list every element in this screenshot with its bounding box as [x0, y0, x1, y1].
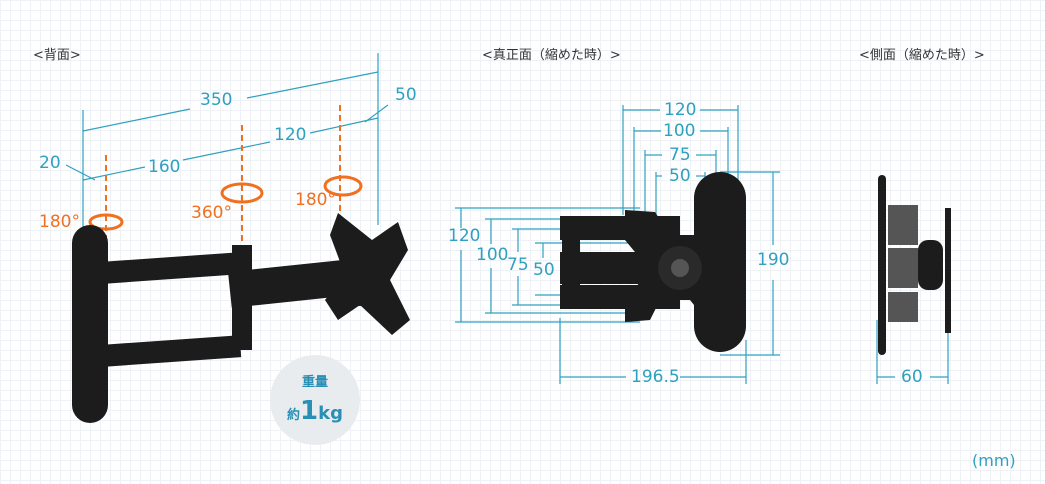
dim-depth-60: 60	[901, 367, 923, 387]
dim-top-100: 100	[663, 121, 696, 141]
weight-value: 1	[300, 396, 319, 426]
dim-120: 120	[274, 125, 307, 145]
rotation-360-label: 360°	[191, 203, 232, 223]
dim-top-120: 120	[664, 100, 697, 120]
weight-unit: kg	[318, 403, 343, 424]
rotation-180-label: 180°	[39, 212, 80, 232]
front-mount-illustration	[560, 172, 746, 352]
dim-350: 350	[200, 90, 233, 110]
back-dimension-lines	[65, 53, 389, 240]
dim-left-50: 50	[533, 260, 555, 280]
front-view-heading: <真正面（縮めた時）>	[482, 48, 621, 63]
side-mount-illustration	[878, 175, 951, 355]
dim-top-50: 50	[669, 166, 691, 186]
back-view-heading: <背面>	[33, 48, 81, 63]
dim-160: 160	[148, 157, 181, 177]
back-mount-illustration	[72, 213, 410, 423]
unit-label: (mm)	[972, 451, 1016, 470]
side-view-heading: <側面（縮めた時）>	[859, 48, 985, 63]
rotation-arrows	[88, 175, 363, 231]
dim-left-100: 100	[476, 245, 509, 265]
dim-50: 50	[395, 85, 417, 105]
weight-prefix: 約	[287, 408, 301, 423]
weight-badge: 重量 約1kg	[270, 355, 360, 445]
dim-20: 20	[39, 153, 61, 173]
dim-width-196-5: 196.5	[631, 367, 680, 387]
dim-left-75: 75	[507, 255, 529, 275]
dim-top-75: 75	[669, 145, 691, 165]
dim-left-120: 120	[448, 226, 481, 246]
rotation-180-label: 180°	[295, 190, 336, 210]
weight-label: 重量	[301, 375, 328, 390]
dim-height-190: 190	[757, 250, 790, 270]
